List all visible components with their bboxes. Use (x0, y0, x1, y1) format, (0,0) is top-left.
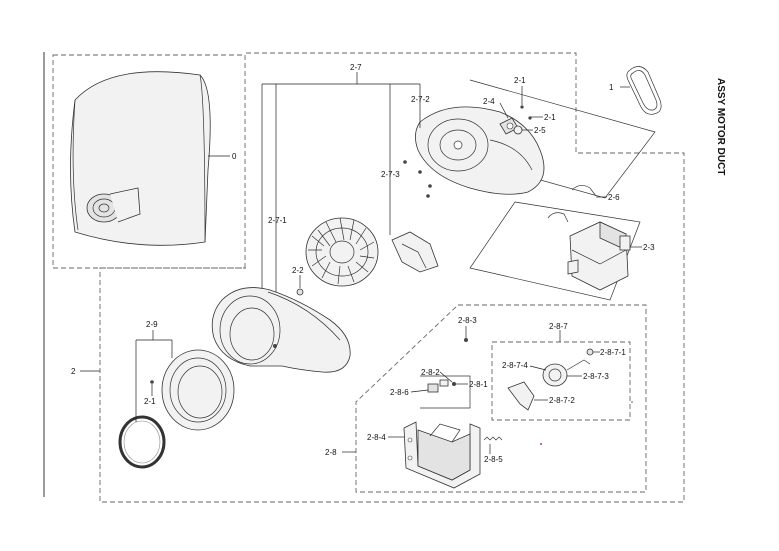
screw-2-1-c (150, 380, 154, 384)
callout-2-4: 2-4 (483, 97, 495, 106)
spring-clip-part (547, 185, 597, 223)
group-box-2-8-7 (491, 341, 631, 421)
reference-dot-2 (631, 401, 633, 403)
screw-2-8-1 (452, 382, 456, 386)
duct-housing-part (211, 287, 351, 373)
callout-2-8-5: 2-8-5 (484, 455, 503, 464)
air-guide-part (391, 231, 439, 273)
motor-mount-bracket-part (403, 421, 481, 489)
callout-2-8-7: 2-8-7 (549, 322, 568, 331)
callout-1: 1 (609, 83, 614, 92)
callout-2-8-7-2: 2-8-7-2 (549, 396, 575, 405)
idler-bracket-part (499, 117, 519, 135)
callout-2-7: 2-7 (350, 63, 362, 72)
duct-cover-part (415, 106, 545, 195)
callout-2-8: 2-8 (325, 448, 337, 457)
tensioner-arm-part (507, 348, 594, 411)
callout-2-8-1: 2-8-1 (469, 380, 488, 389)
callout-2-9: 2-9 (146, 320, 158, 329)
diagram-title: ASSY MOTOR DUCT (715, 78, 726, 175)
callout-2-5: 2-5 (534, 126, 546, 135)
screw-2-1-b (528, 116, 532, 120)
callout-2-7-3: 2-7-3 (381, 170, 400, 179)
callout-2-8-7-4: 2-8-7-4 (502, 361, 528, 370)
duct-ring-frame-part (161, 349, 235, 431)
drive-belt-part (626, 66, 662, 115)
callout-2-7-2: 2-7-2 (411, 95, 430, 104)
screw-2-2 (296, 288, 304, 296)
group-box-2 (99, 52, 685, 503)
sensor-switch-part (427, 379, 449, 393)
callout-2-8-6: 2-8-6 (390, 388, 409, 397)
callout-2-1-b: 2-1 (544, 113, 556, 122)
spring-part (483, 436, 503, 441)
callout-2-8-7-1: 2-8-7-1 (600, 348, 626, 357)
leader-2-8-2 (439, 371, 453, 383)
screw-2-8-3 (464, 338, 468, 342)
group-box-2-8 (355, 304, 647, 493)
reference-dot (540, 443, 542, 445)
motor-part (567, 221, 631, 291)
callout-2-3: 2-3 (643, 243, 655, 252)
callout-2-7-1: 2-7-1 (268, 216, 287, 225)
callout-2-1-c: 2-1 (144, 397, 156, 406)
callout-2-8-4: 2-8-4 (367, 433, 386, 442)
duct-seal-ring-part (118, 415, 166, 469)
screw-2-1-a (520, 105, 524, 109)
screws-2-7 (403, 160, 432, 198)
leader-2-8-7-4 (529, 365, 547, 371)
callout-2-8-7-3: 2-8-7-3 (583, 372, 609, 381)
callout-0: 0 (232, 152, 237, 161)
callout-2-2: 2-2 (292, 266, 304, 275)
callout-2-1-a: 2-1 (514, 76, 526, 85)
blower-fan-part (305, 217, 379, 287)
group-outline-2-3 (469, 201, 641, 301)
pulley-part (513, 125, 523, 135)
callout-2-8-2: 2-8-2 (421, 368, 440, 377)
dryer-cabinet-part (70, 71, 211, 246)
callout-2-6: 2-6 (608, 193, 620, 202)
leader-2-4 (499, 102, 509, 119)
callout-2: 2 (71, 367, 76, 376)
callout-2-8-3: 2-8-3 (458, 316, 477, 325)
leader-2-8-6 (410, 389, 429, 393)
